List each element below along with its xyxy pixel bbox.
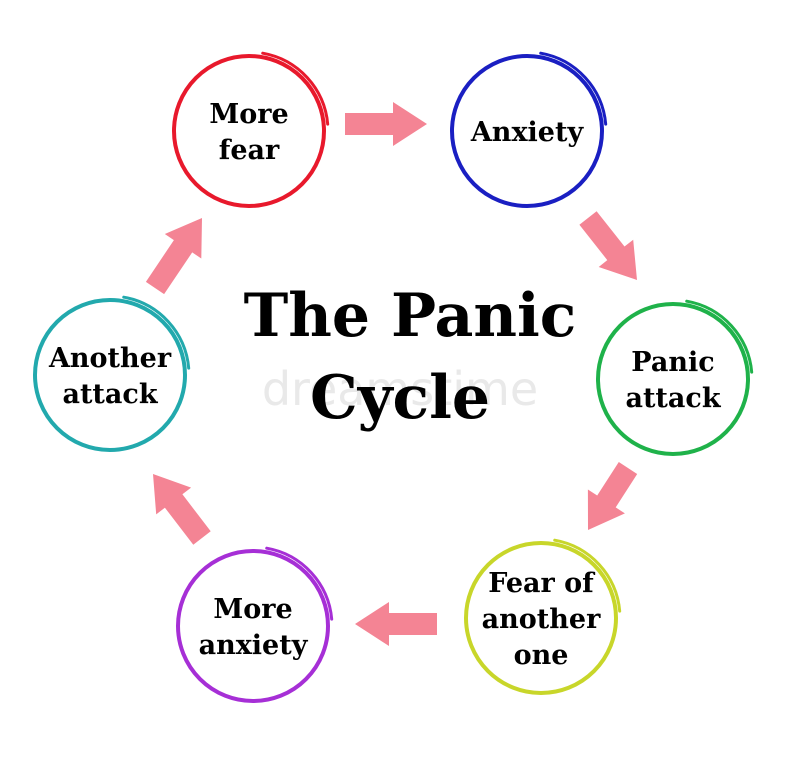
arrow-fear-of-another-one-to-more-anxiety	[355, 602, 437, 646]
node-label-another-attack-line-2: attack	[62, 379, 158, 410]
node-label-anxiety-line-1: Anxiety	[470, 117, 585, 148]
node-circle-another-attack	[33, 298, 187, 452]
node-label-fear-of-another-one-line-2: another	[482, 604, 601, 635]
node-label-more-anxiety-line-2: anxiety	[199, 630, 309, 661]
node-circle-panic-attack	[596, 302, 750, 456]
node-circle-anxiety	[450, 54, 604, 208]
arrow-panic-attack-to-fear-of-another-one	[587, 462, 638, 530]
arrow-anxiety-to-panic-attack	[579, 211, 637, 280]
arrow-more-fear-to-anxiety	[345, 102, 427, 146]
node-panic-attack: Panic attack	[596, 299, 754, 456]
node-circle-more-anxiety	[176, 549, 330, 703]
node-more-fear: More fear	[172, 51, 330, 208]
node-circle-more-fear	[172, 54, 326, 208]
node-label-fear-of-another-one-line-3: one	[514, 640, 569, 671]
node-fear-of-another-one: Fear of another one	[464, 538, 622, 695]
node-label-panic-attack-line-1: Panic	[631, 347, 714, 378]
node-anxiety: Anxiety	[450, 51, 608, 208]
node-circle-fear-of-another-one	[464, 541, 618, 695]
node-label-more-anxiety-line-1: More	[213, 594, 292, 625]
title-line-2: Cycle	[310, 363, 490, 433]
title-line-1: The Panic	[244, 281, 577, 351]
watermark: dreamstime	[262, 362, 538, 416]
node-stroke-more-fear	[261, 51, 330, 126]
node-label-panic-attack-line-2: attack	[625, 383, 721, 414]
node-stroke-another-attack	[122, 295, 191, 370]
node-stroke-more-anxiety	[265, 546, 334, 621]
arrow-another-attack-to-more-fear	[145, 218, 202, 295]
node-label-more-fear-line-2: fear	[219, 135, 280, 166]
node-label-fear-of-another-one-line-1: Fear of	[488, 568, 596, 599]
node-label-more-fear-line-1: More	[209, 99, 288, 130]
node-more-anxiety: More anxiety	[176, 546, 334, 703]
node-label-another-attack-line-1: Another	[48, 343, 172, 374]
cycle-arrows	[145, 102, 638, 646]
node-stroke-panic-attack	[685, 299, 754, 374]
node-stroke-anxiety	[539, 51, 608, 126]
node-another-attack: Another attack	[33, 295, 191, 452]
arrow-more-anxiety-to-another-attack	[153, 474, 211, 545]
node-stroke-fear-of-another-one	[553, 538, 622, 613]
